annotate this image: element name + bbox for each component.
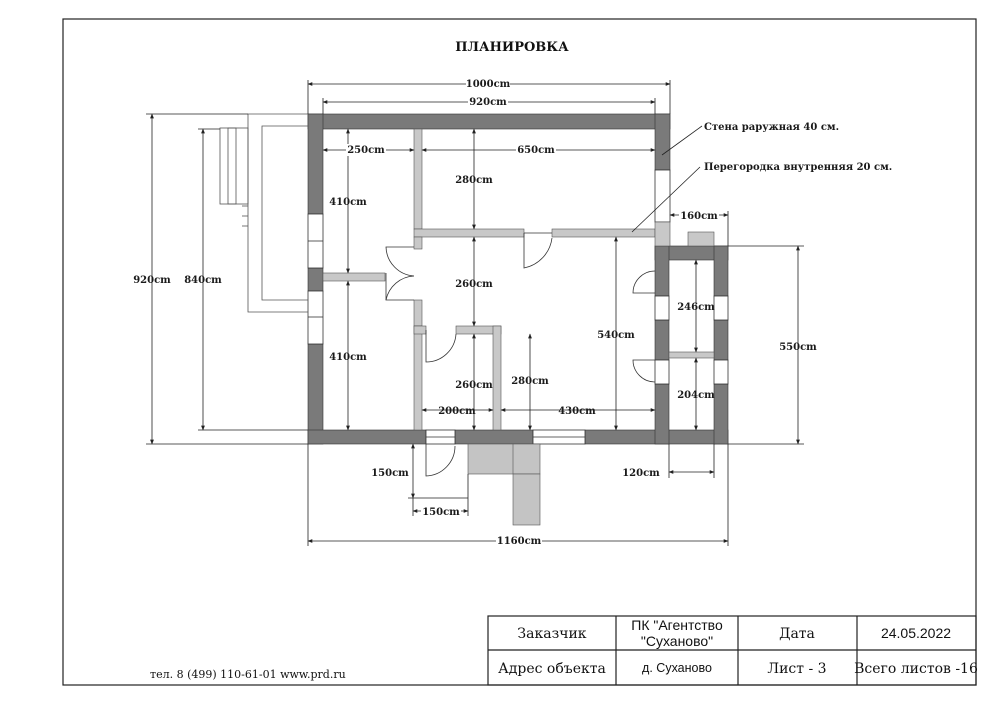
dimension-labels: 1000cm 920cm 250cm 650cm 280cm 410cm 410… (133, 77, 817, 547)
dim-150-vertical: 150cm (371, 468, 409, 479)
company-line-2: "Суханово" (641, 633, 713, 649)
dim-200: 200cm (438, 406, 476, 417)
dim-280-top: 280cm (455, 175, 493, 186)
plan-title: ПЛАНИРОВКА (455, 40, 569, 55)
dim-920-left: 920cm (133, 275, 171, 286)
dim-204: 204cm (677, 390, 715, 401)
left-annex (219, 113, 308, 313)
dim-260-mid: 260cm (455, 279, 493, 290)
dim-540: 540cm (597, 330, 635, 341)
date-value: 24.05.2022 (881, 625, 951, 641)
total-sheets: Всего листов -16 (854, 661, 978, 677)
address-value: д. Суханово (642, 661, 712, 675)
contact-info: тел. 8 (499) 110-61-01 www.prd.ru (150, 668, 346, 681)
dim-650: 650cm (517, 145, 555, 156)
dim-1160: 1160cm (497, 536, 542, 547)
dim-840: 840cm (184, 275, 222, 286)
partitions (322, 128, 715, 431)
dim-550: 550cm (779, 342, 817, 353)
customer-label: Заказчик (517, 626, 586, 642)
dim-260-low: 260cm (455, 380, 493, 391)
dim-920-top: 920cm (469, 97, 507, 108)
dim-160: 160cm (680, 211, 718, 222)
dim-410-a: 410cm (329, 197, 367, 208)
dim-120: 120cm (622, 468, 660, 479)
windows (307, 169, 729, 445)
doors (385, 232, 656, 477)
partition-note: Перегородка внутренняя 20 см. (704, 162, 892, 173)
dim-280-low: 280cm (511, 376, 549, 387)
title-block (487, 615, 977, 686)
company-line-1: ПК "Агентство (631, 617, 723, 633)
dim-1000: 1000cm (466, 79, 511, 90)
dim-246: 246cm (677, 302, 715, 313)
address-label: Адрес объекта (498, 661, 606, 677)
sheet-number: Лист - 3 (767, 661, 826, 677)
dimension-lines (146, 80, 804, 546)
outer-wall-note: Стена раружная 40 см. (704, 122, 839, 133)
date-label: Дата (779, 626, 815, 642)
dim-250: 250cm (347, 145, 385, 156)
outer-walls (307, 113, 729, 445)
dim-150-horizontal: 150cm (422, 507, 460, 518)
dim-430: 430cm (558, 406, 596, 417)
dim-410-b: 410cm (329, 352, 367, 363)
porch-steps (467, 443, 541, 526)
